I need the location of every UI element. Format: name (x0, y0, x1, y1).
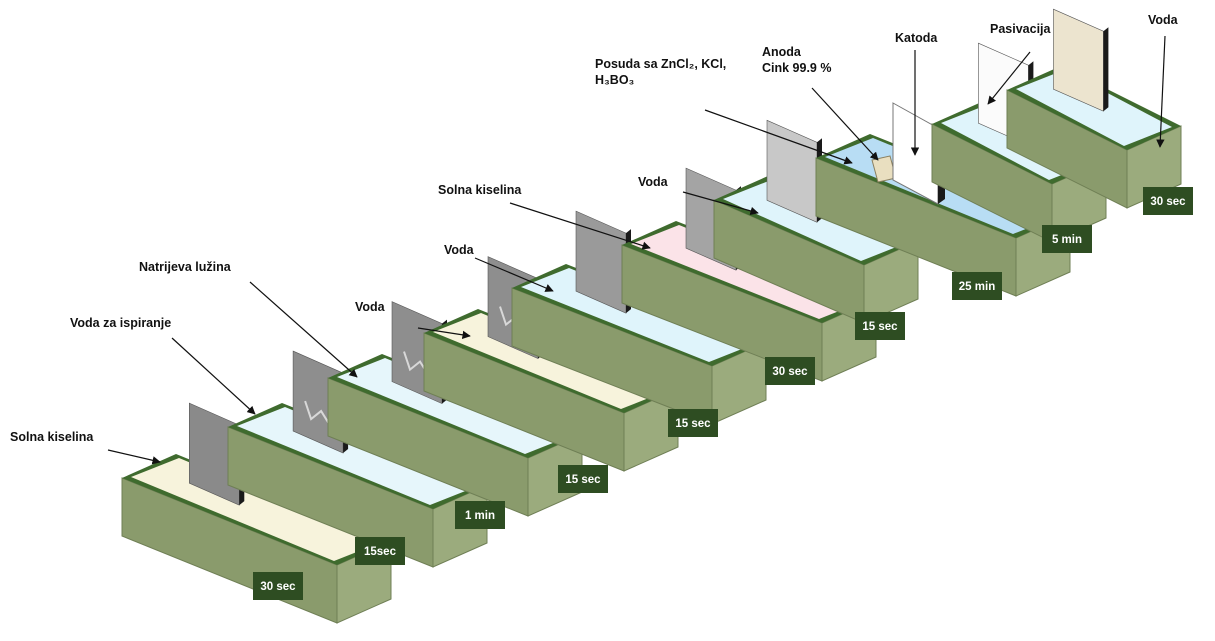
arrow-voda-3 (682, 191, 759, 216)
label-voda-4: Voda (1148, 13, 1179, 27)
time-label: 25 min (959, 281, 995, 293)
plate-texture (304, 400, 332, 428)
label-katoda: Katoda (895, 31, 938, 45)
tank-1: 30 sec (121, 402, 392, 624)
arrows-layer (107, 35, 1166, 465)
tank-10: 30 sec (1006, 8, 1193, 215)
time-label: 15 sec (862, 321, 898, 333)
label-solna-kiselina-1: Solna kiselina (10, 430, 94, 444)
arrow-voda-2 (474, 257, 554, 292)
label-posuda: Posuda sa ZnCl₂, KCl,H₃BO₃ (595, 57, 726, 87)
time-label: 15 sec (565, 474, 601, 486)
arrow-pasivacija (987, 51, 1031, 105)
time-badge (1042, 225, 1092, 253)
arrow-anoda (811, 87, 879, 161)
time-label: 1 min (465, 510, 495, 522)
tank-2: 15sec (227, 350, 488, 568)
label-natrijeva-luzina: Natrijeva lužina (139, 260, 232, 274)
time-label: 30 sec (260, 581, 296, 593)
label-solna-kiselina-2: Solna kiselina (438, 183, 522, 197)
time-badge (455, 501, 505, 529)
label-voda-3: Voda (638, 175, 669, 189)
label-voda-2: Voda (444, 243, 475, 257)
arrow-solna-kiselina-1 (107, 449, 161, 465)
time-badge (1143, 187, 1193, 215)
time-badge (765, 357, 815, 385)
label-voda-za-ispiranje: Voda za ispiranje (70, 316, 171, 330)
arrow-posuda (704, 109, 853, 165)
time-badge (253, 572, 303, 600)
arrow-solna-kiselina-2 (509, 202, 651, 250)
tank-5: 15 sec (511, 210, 767, 437)
time-badge (952, 272, 1002, 300)
time-label: 15sec (364, 546, 397, 558)
time-badge (855, 312, 905, 340)
arrow-voda-4 (1156, 35, 1166, 148)
plate-edge (1103, 27, 1109, 112)
tanks-layer: 30 sec 15sec 1 min 15 sec 15 sec 30 sec 15 sec… (121, 8, 1193, 624)
time-label: 15 sec (675, 418, 711, 430)
time-label: 30 sec (772, 366, 808, 378)
tank-3: 1 min (327, 301, 583, 529)
time-label: 30 sec (1150, 196, 1186, 208)
arrow-voda-1 (417, 327, 471, 340)
label-pasivacija: Pasivacija (990, 22, 1052, 36)
time-label: 5 min (1052, 234, 1082, 246)
label-voda-1: Voda (355, 300, 386, 314)
time-badge (668, 409, 718, 437)
arrow-voda-za-ispiranje (171, 337, 256, 415)
time-badge (355, 537, 405, 565)
time-badge (558, 465, 608, 493)
arrow-natrijeva-luzina (249, 281, 358, 378)
